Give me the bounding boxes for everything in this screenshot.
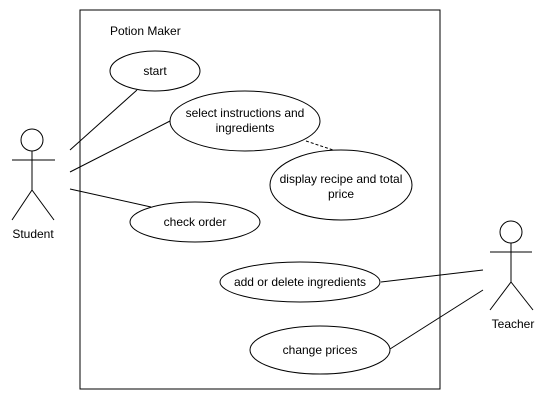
use-case-change-prices[interactable]: change prices: [249, 325, 391, 375]
use-case-start-label: start: [143, 64, 167, 78]
use-case-display-ellipse: [269, 149, 413, 221]
actor-teacher-label: Teacher: [492, 317, 535, 331]
system-title: Potion Maker: [110, 24, 181, 38]
use-case-select-label-line1: select instructions and: [186, 106, 305, 120]
actor-student[interactable]: Student: [11, 128, 55, 241]
assoc-student-start: [69, 89, 138, 151]
student-stick-figure-icon: [11, 128, 55, 221]
assoc-student-check: [69, 188, 152, 208]
use-case-display-recipe[interactable]: display recipe and total price: [269, 149, 413, 221]
use-case-check-ellipse: [129, 201, 261, 243]
assoc-teacher-add-delete: [380, 269, 484, 283]
actor-student-label: Student: [12, 227, 54, 241]
use-case-start-ellipse: [109, 50, 201, 92]
assoc-student-select: [69, 119, 173, 173]
use-case-add-delete-ellipse: [219, 261, 381, 303]
use-case-select-ellipse: [169, 90, 321, 152]
use-case-select-label-line2: ingredients: [216, 121, 275, 135]
use-case-display-label-line1: display recipe and total: [280, 172, 403, 186]
assoc-teacher-change-prices: [389, 289, 484, 350]
use-case-add-delete-ingredients[interactable]: add or delete ingredients: [219, 261, 381, 303]
use-case-add-delete-label: add or delete ingredients: [234, 275, 366, 289]
teacher-stick-figure-icon: [489, 220, 534, 311]
use-case-display-label-line2: price: [328, 187, 354, 201]
use-case-change-prices-ellipse: [249, 325, 391, 375]
use-case-select-instructions[interactable]: select instructions and ingredients: [169, 90, 321, 152]
system-boundary: [79, 9, 441, 390]
use-case-start[interactable]: start: [109, 50, 201, 92]
include-dependency-line: [305, 140, 337, 152]
use-case-change-prices-label: change prices: [283, 343, 358, 357]
use-case-check-order[interactable]: check order: [129, 201, 261, 243]
actor-teacher[interactable]: Teacher: [489, 220, 535, 331]
use-case-check-label: check order: [164, 215, 227, 229]
